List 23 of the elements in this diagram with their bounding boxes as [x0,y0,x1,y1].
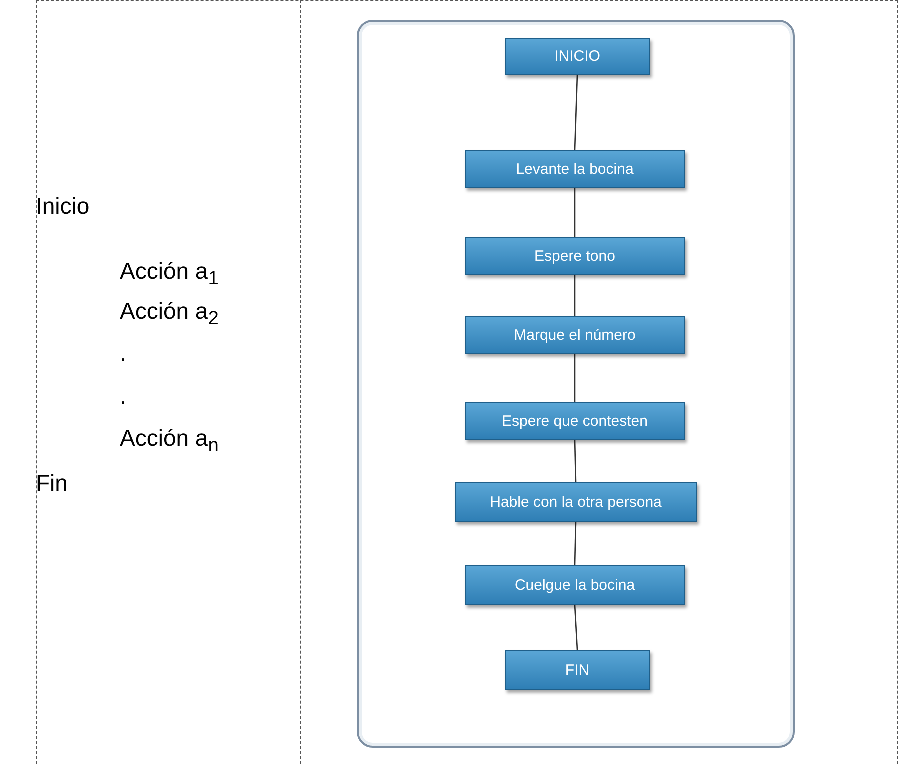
pseudocode-line: . [120,340,126,367]
pseudocode-line: Acción a$_{2}$ [120,298,219,331]
pseudocode-line: Fin [36,470,68,497]
process-box: Marque el número [465,316,685,354]
connector-line [574,275,576,316]
process-box: Levante la bocina [465,150,685,188]
process-box: Espere tono [465,237,685,275]
process-box: INICIO [505,38,650,75]
connector-line [574,354,576,402]
pseudocode-line: Acción a$_{1}$ [120,258,219,291]
connector-line [574,604,578,650]
connector-line [574,440,577,482]
flowchart-frame [357,20,795,748]
process-box: FIN [505,650,650,690]
process-box: Espere que contesten [465,402,685,440]
process-box: Hable con la otra persona [455,482,697,522]
pseudocode-line: Inicio [36,193,90,220]
connector-line [574,188,576,237]
connector-line [574,74,578,150]
connector-line [574,522,577,566]
pseudocode-line: Acción a$_{n}$ [120,425,219,458]
process-box: Cuelgue la bocina [465,565,685,605]
pseudocode-line: . [120,383,126,410]
